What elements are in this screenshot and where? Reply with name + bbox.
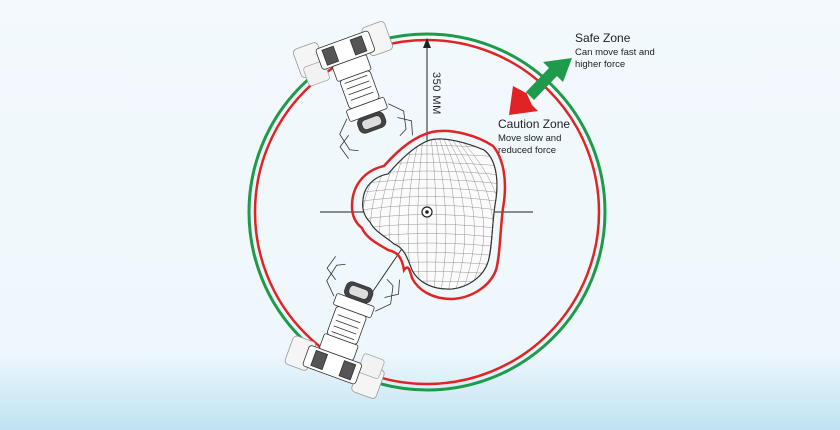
dimension-arrow-head (423, 38, 431, 48)
safe-zone-desc-line-2: higher force (575, 59, 625, 70)
caution-zone-desc-line-1: Move slow and (498, 133, 561, 144)
safe-zone-title: Safe Zone (575, 31, 631, 45)
arrow-outward-icon (526, 58, 572, 100)
safe-zone-boundary (247, 32, 607, 392)
caution-zone-label: Caution Zone Move slow and reduced force (498, 117, 570, 156)
arrow-inward-icon (509, 86, 538, 115)
zone-transition-arrows (509, 58, 572, 115)
center-marker (421, 206, 433, 218)
robot-arm-icon (284, 256, 400, 399)
safe-zone-label: Safe Zone Can move fast and higher force (575, 31, 655, 70)
safe-zone-desc-line-1: Can move fast and (575, 47, 655, 58)
caution-area-outline (350, 129, 507, 301)
caution-zone-desc-line-2: reduced force (498, 145, 556, 156)
robot-arm-icon (292, 21, 413, 159)
dimension-label: 350 MM (430, 72, 442, 115)
caution-zone-title: Caution Zone (498, 117, 570, 131)
